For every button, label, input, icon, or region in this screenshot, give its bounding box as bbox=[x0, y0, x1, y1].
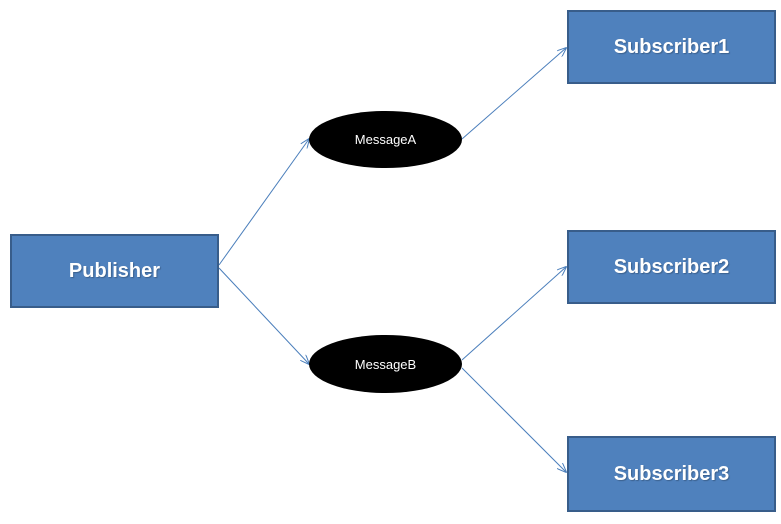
subscriber1-label: Subscriber1 bbox=[613, 35, 730, 58]
publisher-node: Publisher bbox=[10, 234, 219, 308]
messageA-node: MessageA bbox=[309, 111, 462, 168]
arrow-messageB-to-subscriber3 bbox=[461, 367, 566, 472]
subscriber2-label: Subscriber2 bbox=[613, 255, 730, 278]
arrow-messageB-to-subscriber2 bbox=[461, 267, 566, 361]
arrow-messageA-to-subscriber1 bbox=[461, 48, 566, 140]
subscriber2-node: Subscriber2 bbox=[567, 230, 776, 304]
subscriber3-node: Subscriber3 bbox=[567, 436, 776, 512]
messageB-label: MessageB bbox=[354, 356, 417, 372]
arrow-publisher-to-messageB bbox=[218, 267, 309, 364]
publisher-label: Publisher bbox=[68, 259, 161, 282]
messageB-node: MessageB bbox=[309, 335, 462, 393]
messageA-label: MessageA bbox=[354, 132, 417, 147]
arrow-publisher-to-messageA bbox=[218, 139, 309, 266]
subscriber3-label: Subscriber3 bbox=[613, 462, 730, 485]
subscriber1-node: Subscriber1 bbox=[567, 10, 776, 84]
